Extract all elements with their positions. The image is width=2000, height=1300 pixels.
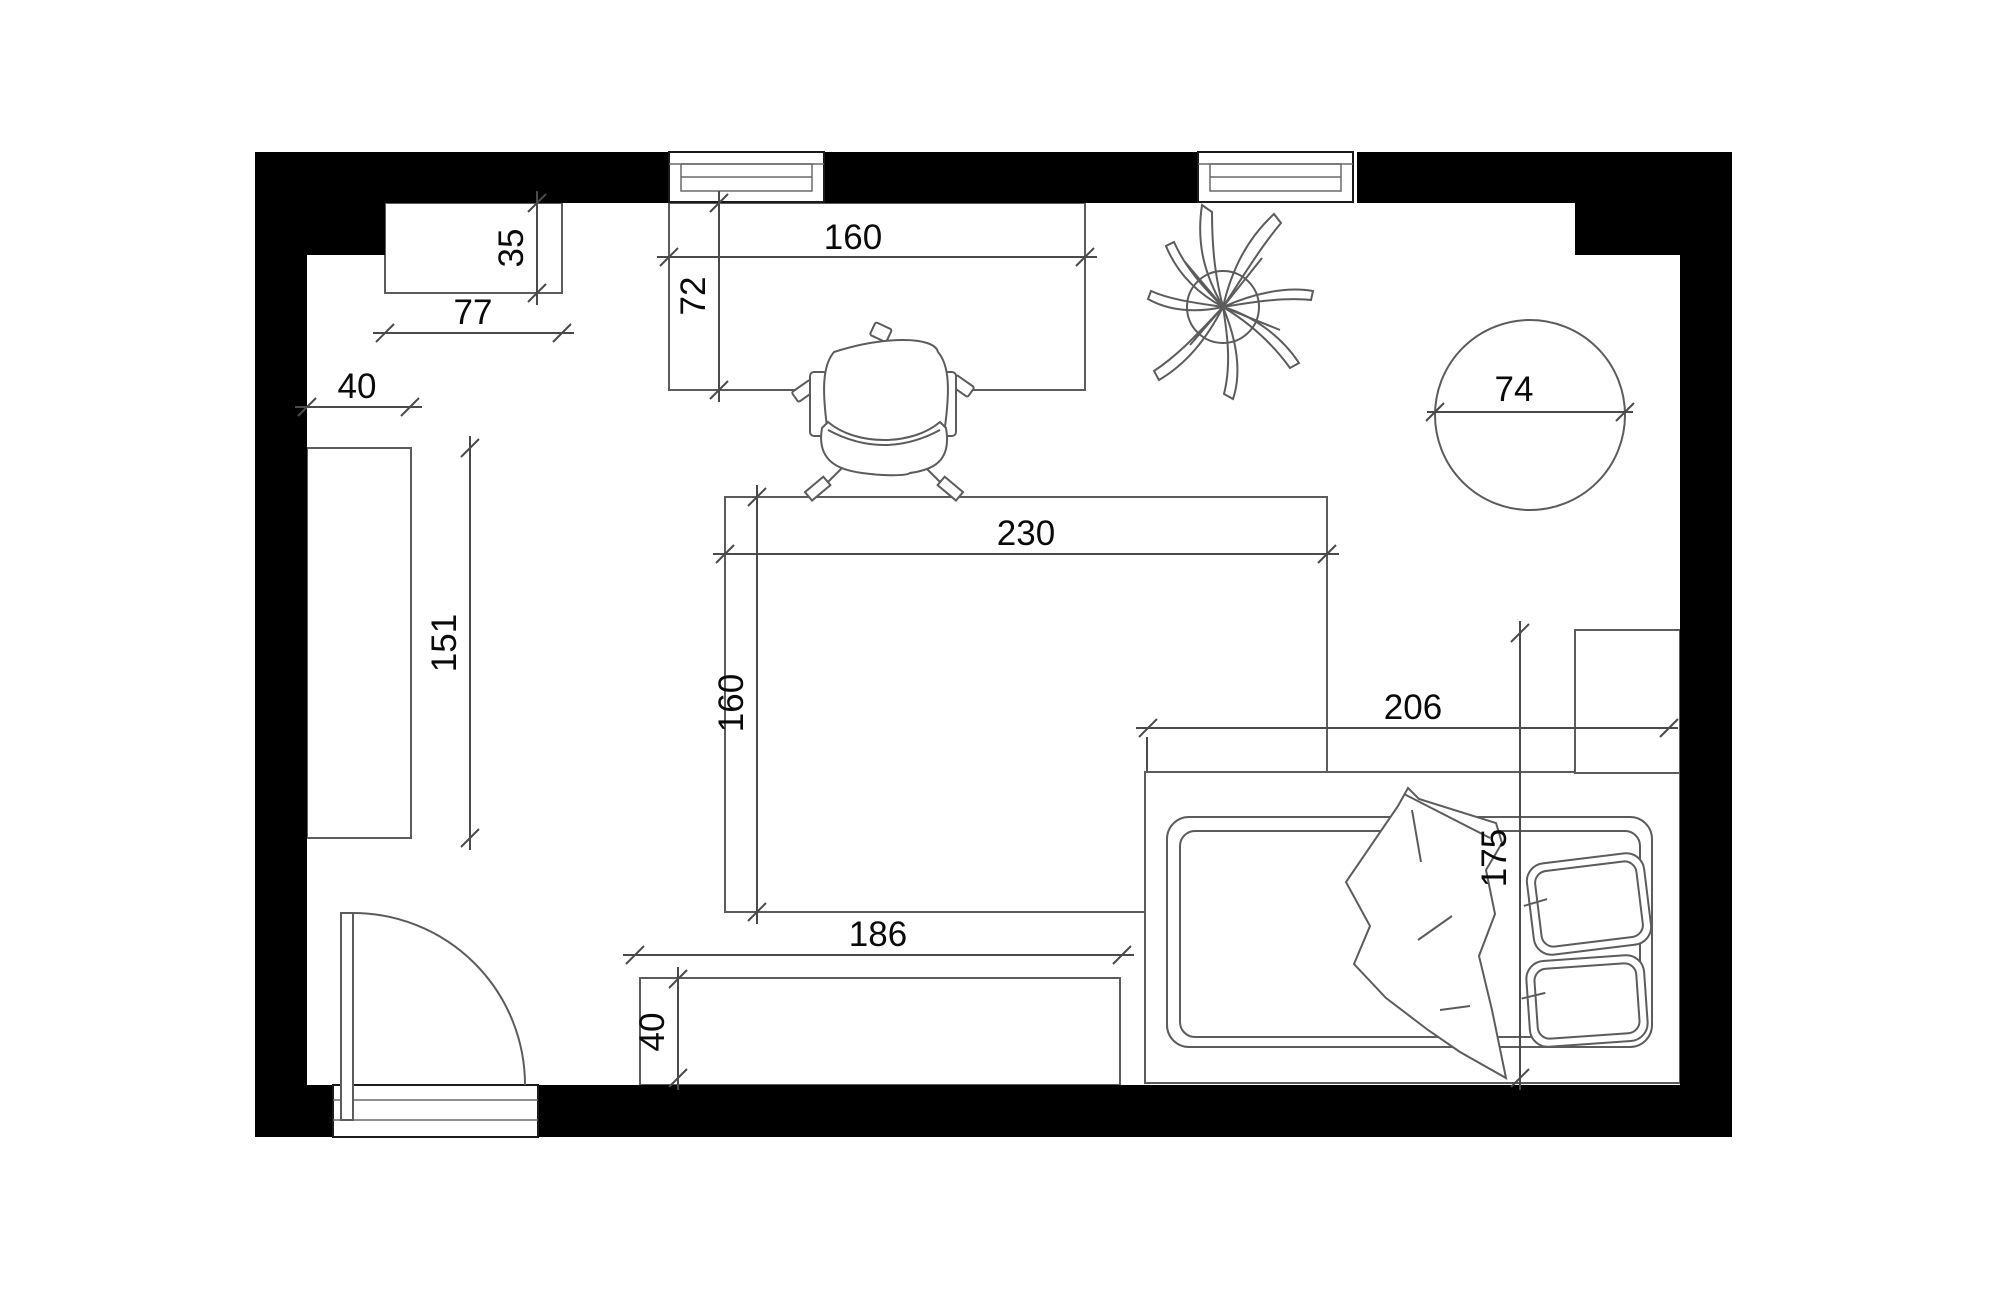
dim-wardrobe-length-line	[460, 436, 480, 850]
dim-rug-length-label: 160	[712, 674, 751, 732]
dim-bed-length-line	[1510, 621, 1530, 1090]
dim-cabinet-depth-line	[527, 191, 547, 305]
door-threshold	[332, 1084, 539, 1138]
pillow-2	[1521, 954, 1649, 1048]
dim-bed-width-line	[1136, 718, 1679, 771]
wall-top-segment-3	[1357, 152, 1732, 203]
dimensions: 160 72 77 35 40 151 230 160 74 206 175 1…	[295, 191, 1679, 1090]
dim-table-diameter-line	[1425, 402, 1635, 422]
dim-desk-width-label: 160	[824, 218, 882, 257]
chair-top-clip	[869, 321, 893, 343]
dim-rug-width-line	[713, 544, 1339, 564]
door-swing-arc	[352, 912, 526, 1086]
dim-wardrobe-length-label: 151	[425, 614, 464, 672]
blanket-fold-lines	[1403, 793, 1491, 1011]
chair-foot-right	[936, 475, 965, 502]
plant	[1146, 203, 1315, 401]
dim-sideboard-depth-line	[668, 967, 688, 1090]
dim-cabinet-width-line	[373, 323, 574, 343]
wall-bottom-segment-2	[538, 1085, 1732, 1137]
cabinet	[384, 202, 563, 294]
dim-cabinet-width-label: 77	[454, 293, 493, 332]
dim-rug-width-label: 230	[997, 514, 1055, 553]
dim-wardrobe-width-label: 40	[338, 367, 377, 406]
dim-wardrobe-width-line	[295, 397, 422, 417]
dim-bed-width-label: 206	[1384, 688, 1442, 727]
dim-desk-depth-label: 72	[674, 277, 713, 316]
door-leaf	[340, 912, 354, 1121]
dim-sideboard-width-label: 186	[849, 915, 907, 954]
wall-pier-top-right	[1575, 203, 1680, 255]
wall-bottom-segment-1	[255, 1085, 333, 1137]
bed	[1144, 771, 1681, 1084]
wardrobe	[306, 447, 412, 839]
dim-sideboard-depth-label: 40	[633, 1013, 672, 1052]
pillow-1	[1523, 852, 1653, 956]
wall-right	[1680, 152, 1732, 1137]
chair-seat-inner-line	[827, 429, 941, 446]
walls	[255, 152, 1732, 1137]
window-top-left	[668, 151, 825, 203]
wall-left	[255, 152, 307, 1137]
dim-sideboard-width-line	[623, 945, 1134, 965]
entry-door	[332, 912, 539, 1138]
window-top-right	[1197, 151, 1354, 203]
wall-top-segment-2	[824, 152, 1198, 203]
round-table	[1434, 319, 1626, 511]
blanket	[1344, 786, 1508, 1080]
dim-table-diameter-label: 74	[1495, 370, 1534, 409]
plant-pot	[1186, 270, 1260, 344]
dim-bed-length-label: 175	[1475, 829, 1514, 887]
chair-foot-left	[803, 475, 832, 502]
dim-desk-width-line	[657, 247, 1097, 267]
wall-pier-top-left	[307, 203, 385, 255]
sideboard	[639, 977, 1121, 1086]
chair-seat	[820, 420, 949, 477]
dim-cabinet-depth-label: 35	[492, 229, 531, 268]
nightstand	[1574, 629, 1681, 774]
office-chair	[791, 321, 975, 502]
rug	[724, 496, 1328, 913]
dim-rug-length-line	[747, 485, 767, 924]
wall-top-segment-1	[255, 152, 669, 203]
dim-desk-depth-line	[709, 191, 729, 402]
